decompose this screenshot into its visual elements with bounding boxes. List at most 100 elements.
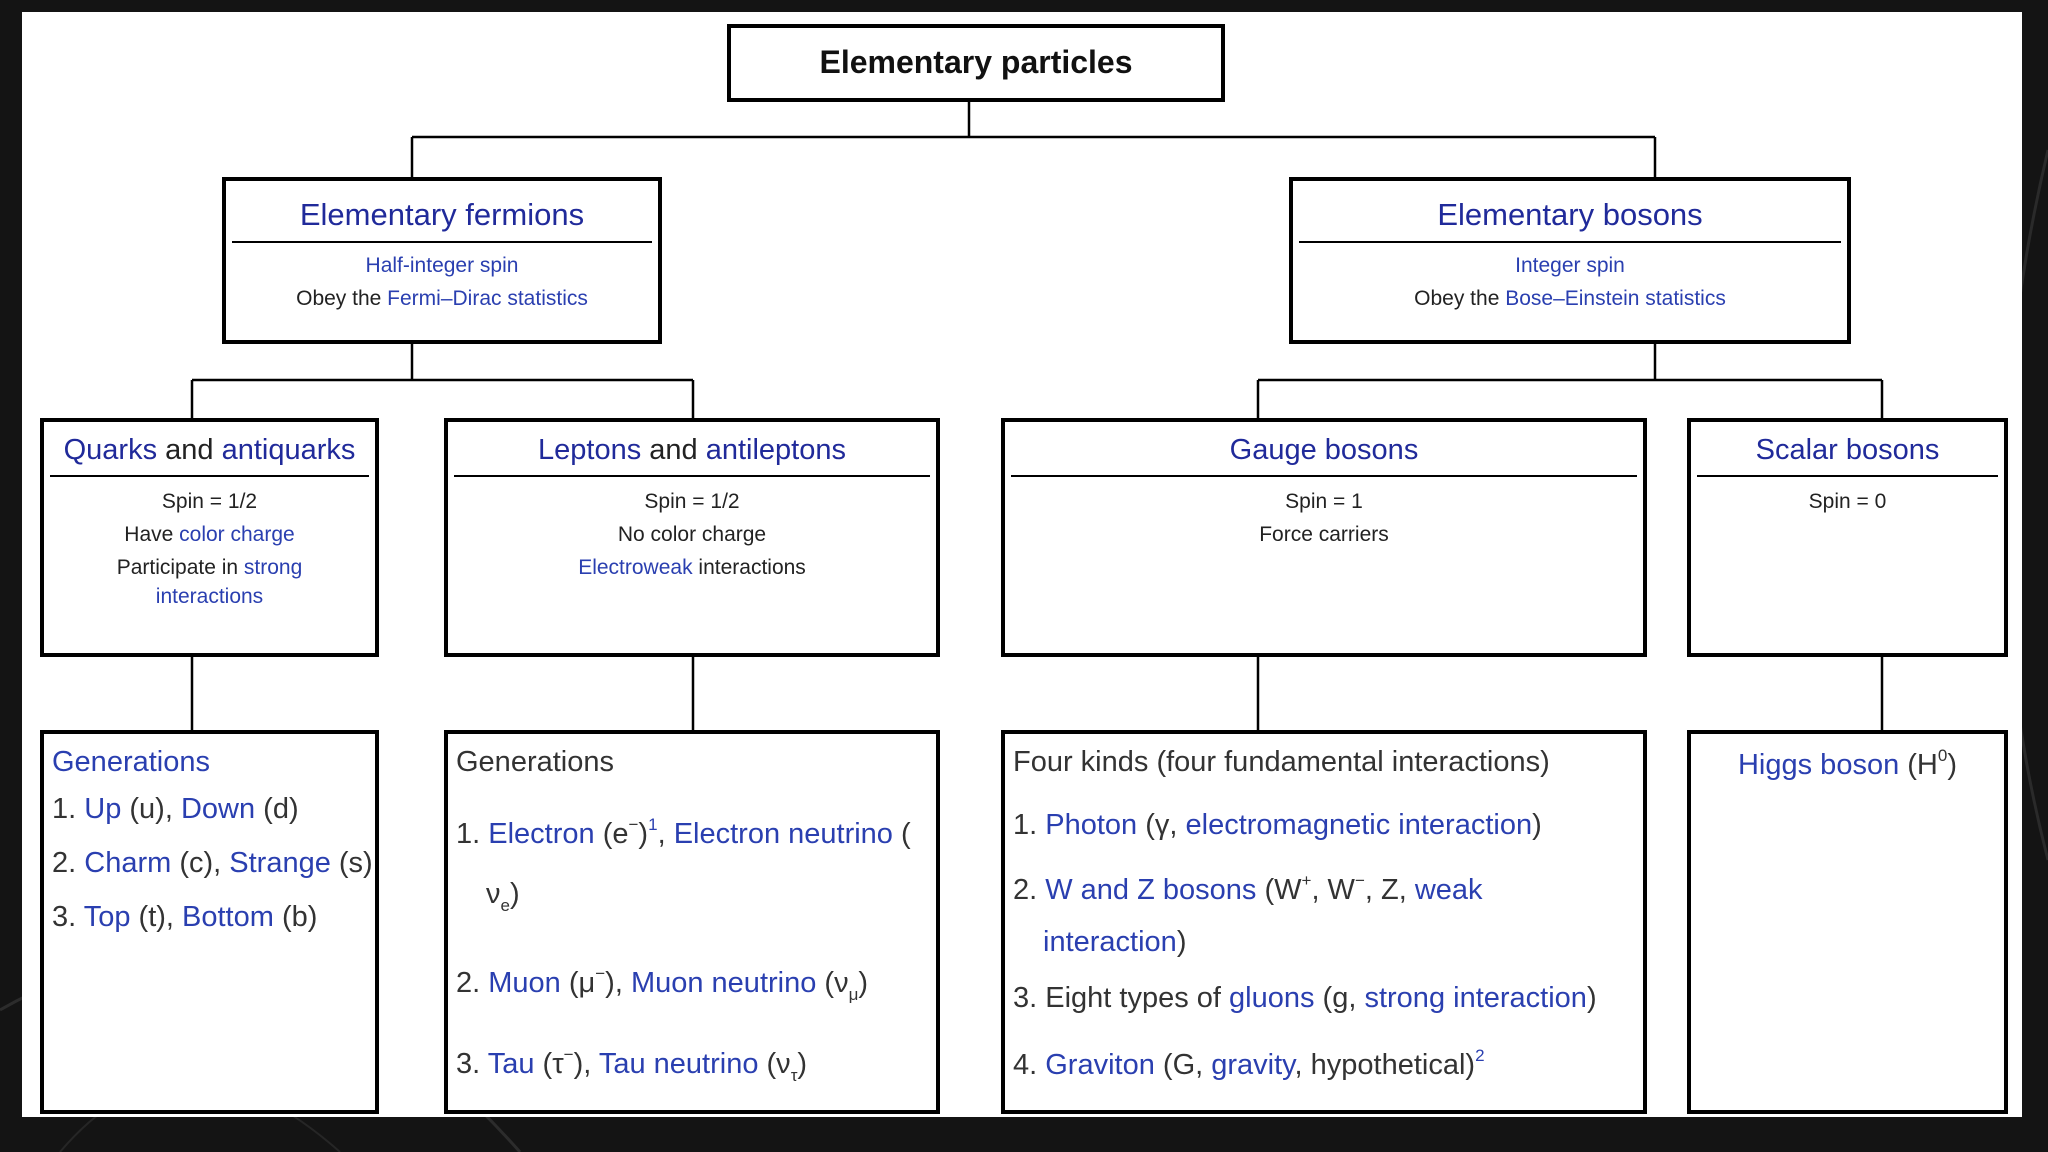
fermions-title-link[interactable]: Elementary fermions (299, 197, 585, 232)
photon-link[interactable]: Photon (1045, 809, 1138, 841)
charm-symbol: (c), (171, 847, 230, 879)
muon-neutrino-symbol: (ν (816, 967, 849, 999)
quarks-link[interactable]: Quarks (63, 434, 158, 466)
tau-neutrino-link[interactable]: Tau neutrino (598, 1048, 759, 1080)
bose-einstein-link[interactable]: Bose–Einstein statistics (1505, 287, 1726, 310)
up-symbol: (u), (121, 793, 181, 825)
muon-symbol-close: ), (605, 967, 631, 999)
tau-symbol: (τ (534, 1048, 564, 1080)
electron-neutrino-symbol: ν (486, 878, 501, 910)
muon-neutrino-link[interactable]: Muon neutrino (630, 967, 817, 999)
fermions-node: Elementary fermions Half-integer spin Ob… (222, 177, 662, 344)
bottom-symbol: (b) (273, 901, 318, 933)
graviton-link[interactable]: Graviton (1045, 1049, 1155, 1081)
paren-close: ) (1532, 809, 1542, 841)
w-minus-charge: − (1354, 871, 1365, 890)
muon-neutrino-close: ) (858, 967, 869, 999)
lepton-generation-1: 1. Electron (e−)1, Electron neutrino ( ν… (456, 795, 936, 936)
root-node: Elementary particles (727, 24, 1225, 102)
tau-symbol-close: ), (573, 1048, 599, 1080)
down-quark-link[interactable]: Down (180, 793, 256, 825)
paren-close: ) (1176, 926, 1187, 958)
antileptons-link[interactable]: antileptons (705, 434, 846, 466)
list-number: 2. (1013, 874, 1046, 906)
weak-link[interactable]: weak (1414, 874, 1483, 906)
root-title: Elementary particles (819, 44, 1133, 80)
leptons-color: No color charge (617, 523, 767, 546)
w-and-z-bosons-link[interactable]: W and Z bosons (1045, 874, 1257, 906)
z-symbol: , Z, (1364, 874, 1415, 906)
strong-link[interactable]: strong (243, 556, 303, 579)
footnote-1-link[interactable]: 1 (648, 815, 658, 834)
fermions-stat-prefix: Obey the (296, 287, 388, 310)
list-number: 3. (1013, 982, 1046, 1014)
strange-quark-link[interactable]: Strange (229, 847, 331, 879)
gravity-link[interactable]: gravity (1211, 1049, 1295, 1081)
quarks-spin: Spin = 1/2 (161, 490, 258, 513)
charm-quark-link[interactable]: Charm (84, 847, 172, 879)
list-number: 2. (52, 847, 85, 879)
electron-neutrino-close: ) (509, 878, 520, 910)
tree-connectors (190, 102, 1884, 730)
bosons-title-link[interactable]: Elementary bosons (1437, 197, 1703, 232)
paren-close: ) (1586, 982, 1597, 1014)
higgs-entry: Higgs boson (H0) (1691, 746, 2004, 782)
gauge-kind-3: 3. Eight types of gluons (g, strong inte… (1013, 968, 1643, 1028)
quark-generations-link[interactable]: Generations (52, 746, 210, 778)
interactions-link[interactable]: interactions (155, 585, 264, 608)
muon-neutrino-subscript: μ (848, 985, 859, 1004)
muon-link[interactable]: Muon (488, 967, 561, 999)
list-number: 1. (1013, 809, 1046, 841)
lepton-generation-2: 2. Muon (μ−), Muon neutrino (νμ) (456, 944, 936, 1025)
tau-neutrino-symbol: (ν (758, 1048, 791, 1080)
gauge-spin: Spin = 1 (1285, 490, 1363, 513)
quarks-title-and: and (157, 434, 222, 466)
weak-interaction-link[interactable]: interaction (1043, 926, 1177, 958)
graviton-symbol: (G, (1154, 1049, 1212, 1081)
leptons-link[interactable]: Leptons (538, 434, 642, 466)
bottom-quark-link[interactable]: Bottom (182, 901, 274, 933)
footnote-2-link[interactable]: 2 (1475, 1046, 1485, 1065)
quark-generations-node: Generations 1. Up (u), Down (d) 2. Charm… (40, 730, 379, 1114)
scalar-bosons-link[interactable]: Scalar bosons (1755, 434, 1940, 466)
lepton-generation-list: 1. Electron (e−)1, Electron neutrino ( ν… (448, 795, 936, 1106)
electron-link[interactable]: Electron (488, 818, 595, 850)
higgs-node: Higgs boson (H0) (1687, 730, 2008, 1114)
gauge-role: Force carriers (1259, 523, 1389, 546)
gauge-bosons-link[interactable]: Gauge bosons (1229, 434, 1419, 466)
list-number: 1. (52, 793, 85, 825)
electroweak-link[interactable]: Electroweak (578, 556, 693, 579)
list-number: 1. (456, 818, 489, 850)
quark-generation-1: 1. Up (u), Down (d) (52, 789, 375, 829)
leptons-title-and: and (641, 434, 706, 466)
quark-generation-2: 2. Charm (c), Strange (s) (52, 843, 375, 883)
list-number: 4. (1013, 1049, 1046, 1081)
electron-neutrino-open: ( (892, 818, 911, 850)
quarks-node: Quarks and antiquarks Spin = 1/2 Have co… (40, 418, 379, 657)
fermi-dirac-link[interactable]: Fermi–Dirac statistics (387, 287, 588, 310)
higgs-boson-link[interactable]: Higgs boson (1737, 749, 1900, 781)
half-integer-spin-link[interactable]: Half-integer spin (365, 254, 519, 277)
tau-link[interactable]: Tau (487, 1048, 535, 1080)
tau-neutrino-subscript: τ (790, 1066, 798, 1085)
muon-symbol: (μ (560, 967, 596, 999)
lepton-generations-node: Generations 1. Electron (e−)1, Electron … (444, 730, 940, 1114)
antiquarks-link[interactable]: antiquarks (221, 434, 356, 466)
gauge-kinds-list: 1. Photon (γ, electromagnetic interactio… (1005, 795, 1643, 1093)
w-minus-symbol: , W (1311, 874, 1355, 906)
electromagnetic-interaction-link[interactable]: electromagnetic interaction (1185, 809, 1533, 841)
gluon-symbol: (g, (1314, 982, 1365, 1014)
paren-close: ) (1947, 749, 1958, 781)
gluons-link[interactable]: gluons (1229, 982, 1315, 1014)
scalar-node: Scalar bosons Spin = 0 (1687, 418, 2008, 657)
up-quark-link[interactable]: Up (84, 793, 122, 825)
lepton-generation-3: 3. Tau (τ−), Tau neutrino (ντ) (456, 1025, 936, 1106)
strong-interaction-link[interactable]: strong interaction (1364, 982, 1587, 1014)
top-quark-link[interactable]: Top (83, 901, 131, 933)
diagram-canvas: Elementary particles Elementary fermions… (22, 12, 2022, 1117)
electron-neutrino-link[interactable]: Electron neutrino (673, 818, 893, 850)
leptons-ew-rest: interactions (692, 556, 806, 579)
color-charge-link[interactable]: color charge (179, 523, 295, 546)
integer-spin-link[interactable]: Integer spin (1515, 254, 1625, 277)
separator: , (657, 818, 674, 850)
